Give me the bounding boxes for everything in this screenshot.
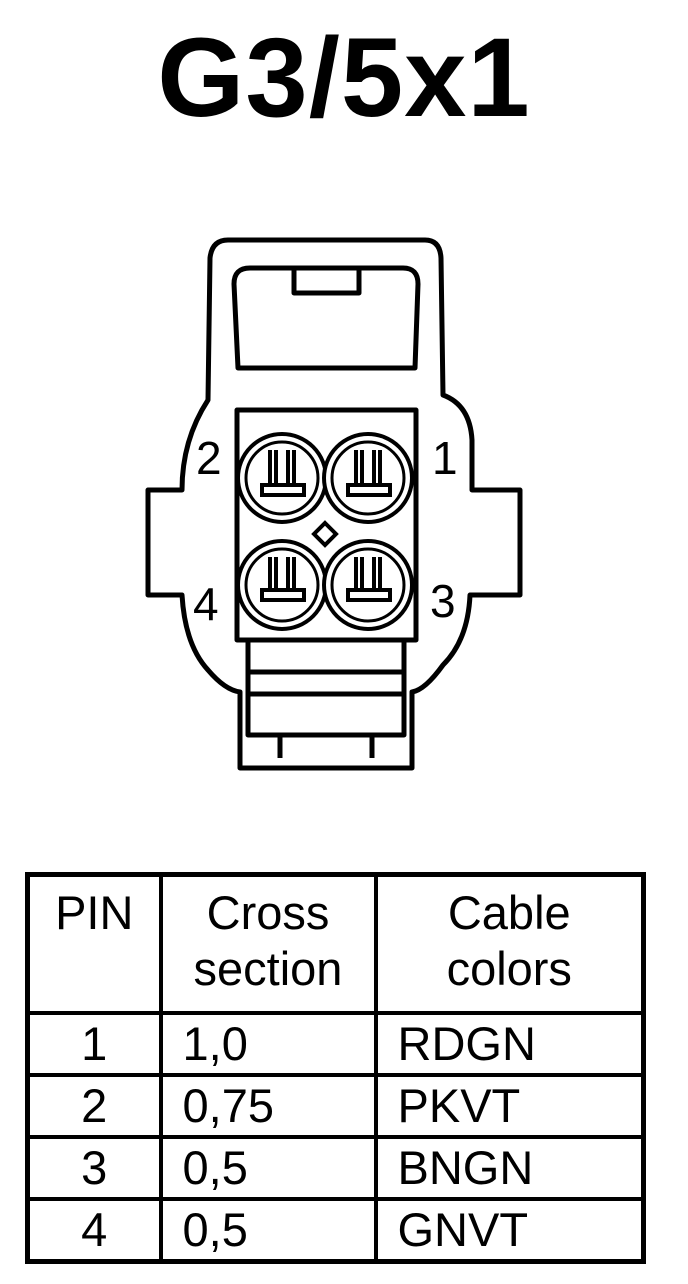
- pin-label-2: 2: [196, 432, 222, 484]
- latch-tab: [291, 265, 362, 296]
- cell-cross-section: 0,5: [158, 1197, 378, 1264]
- table-row: 1 1,0 RDGN: [25, 1011, 646, 1077]
- cavity-pin-2: [236, 432, 328, 524]
- header-pin: PIN: [25, 872, 163, 1015]
- table-row: 3 0,5 BNGN: [25, 1135, 646, 1201]
- terminal-pin-4: [260, 557, 306, 602]
- cell-pin: 1: [25, 1011, 163, 1077]
- terminal-pin-2: [260, 450, 306, 497]
- terminal-pin-1: [346, 450, 392, 497]
- terminal-pin-3: [346, 557, 392, 602]
- cell-cross-section: 0,75: [158, 1073, 378, 1139]
- pin-assignment-table: PIN Cross section Cable colors 1 1,0 RDG…: [25, 872, 646, 1264]
- cell-cable-color: PKVT: [373, 1073, 646, 1139]
- cell-pin: 4: [25, 1197, 163, 1264]
- cavity-pin-1: [322, 432, 414, 524]
- cell-pin: 2: [25, 1073, 163, 1139]
- cell-cable-color: BNGN: [373, 1135, 646, 1201]
- housing-leg-left: [245, 640, 283, 758]
- table-row: 2 0,75 PKVT: [25, 1073, 646, 1139]
- table-header-row: PIN Cross section Cable colors: [25, 872, 646, 1015]
- cell-cross-section: 0,5: [158, 1135, 378, 1201]
- latch-outline: [231, 265, 421, 371]
- pin-label-4: 4: [193, 578, 219, 630]
- cavity-pin-3: [322, 539, 414, 631]
- housing-leg-right: [369, 640, 407, 758]
- cavity-pin-4: [236, 539, 328, 631]
- connector-housing-outline: [145, 237, 523, 771]
- cell-pin: 3: [25, 1135, 163, 1201]
- pin-label-3: 3: [430, 575, 456, 627]
- pin-label-1: 1: [432, 432, 458, 484]
- connector-diagram: 2 1 4 3: [145, 237, 523, 771]
- cell-cross-section: 1,0: [158, 1011, 378, 1077]
- table-row: 4 0,5 GNVT: [25, 1197, 646, 1264]
- cell-cable-color: RDGN: [373, 1011, 646, 1077]
- connector-title: G3/5x1: [157, 15, 531, 140]
- polarization-diamond: [311, 520, 339, 548]
- header-cross-section: Cross section: [158, 872, 378, 1015]
- cell-cable-color: GNVT: [373, 1197, 646, 1264]
- inner-frame: [234, 407, 419, 643]
- header-cable-colors: Cable colors: [373, 872, 646, 1015]
